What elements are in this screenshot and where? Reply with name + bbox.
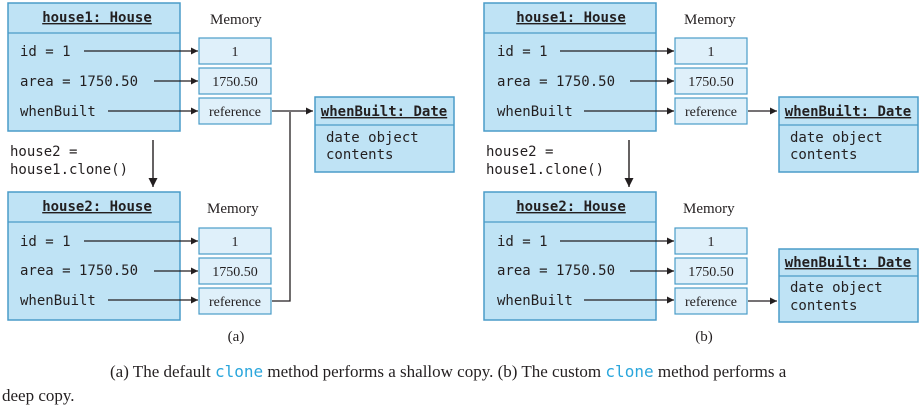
house2-row-area: area = 1750.50: [497, 263, 615, 279]
house2-object: house2: House id = 1 area = 1750.50 when…: [7, 191, 181, 321]
house2-title: house2: House: [42, 199, 152, 215]
memory-cell-reference: reference: [685, 105, 737, 120]
house2-memory-cells: 1 1750.50 reference: [198, 227, 272, 315]
date-contents-line2: contents: [790, 298, 857, 314]
panel-label: (b): [695, 329, 713, 345]
house2-object: house2: House id = 1 area = 1750.50 when…: [483, 191, 657, 321]
memory-cell-value: 1: [708, 45, 715, 60]
date-object: whenBuilt: Date date object contents: [314, 96, 455, 173]
date-contents-line2: contents: [326, 147, 393, 163]
memory-cell-value: 1: [232, 45, 239, 60]
memory-cell-value: 1: [708, 235, 715, 250]
date-title: whenBuilt: Date: [785, 104, 911, 120]
panel-label: (a): [228, 329, 245, 345]
house2-row-id: id = 1: [497, 234, 548, 250]
house2-row-area: area = 1750.50: [20, 263, 138, 279]
panel-b: house1: House id = 1 area = 1750.50 when…: [483, 2, 919, 345]
clone-statement-line2: house1.clone(): [10, 162, 128, 178]
clone-statement-line1: house2 =: [486, 144, 553, 160]
date-object: whenBuilt: Date date object contents: [778, 96, 919, 173]
house2-title: house2: House: [516, 199, 626, 215]
reference-arrow: [272, 112, 291, 302]
caption-keyword: clone: [605, 362, 654, 381]
caption-text: method performs a shallow copy. (b) The …: [263, 362, 606, 381]
memory-cell-value: 1750.50: [212, 265, 258, 280]
caption-line-2: deep copy.: [2, 386, 75, 405]
date-title: whenBuilt: Date: [321, 104, 447, 120]
memory-cell-value: 1: [232, 235, 239, 250]
house2-row-whenbuilt: whenBuilt: [497, 293, 573, 309]
house2-memory-cells: 1 1750.50 reference: [674, 227, 748, 315]
house1-title: house1: House: [516, 10, 626, 26]
date-title: whenBuilt: Date: [785, 255, 911, 271]
memory-cell-value: 1750.50: [688, 75, 734, 90]
caption-text: method performs a: [653, 362, 787, 381]
house1-row-whenbuilt: whenBuilt: [497, 104, 573, 120]
memory-cell-reference: reference: [209, 105, 261, 120]
caption-text: (a) The default: [110, 362, 215, 381]
house1-row-id: id = 1: [497, 44, 548, 60]
house1-object: house1: House id = 1 area = 1750.50 when…: [483, 2, 657, 132]
panel-a: house1: House id = 1 area = 1750.50 when…: [7, 2, 455, 345]
house1-row-area: area = 1750.50: [497, 74, 615, 90]
clone-statement-line1: house2 =: [10, 144, 77, 160]
clone-statement-line2: house1.clone(): [486, 162, 604, 178]
date-contents-line1: date object: [790, 280, 883, 296]
house2-row-whenbuilt: whenBuilt: [20, 293, 96, 309]
house1-memory-label: Memory: [210, 12, 262, 28]
caption-line-1: (a) The default clone method performs a …: [0, 360, 924, 384]
memory-cell-reference: reference: [209, 295, 261, 310]
memory-cell-value: 1750.50: [688, 265, 734, 280]
house1-memory-cells: 1 1750.50 reference: [674, 37, 748, 125]
house1-object: house1: House id = 1 area = 1750.50 when…: [7, 2, 181, 132]
house1-row-whenbuilt: whenBuilt: [20, 104, 96, 120]
house1-row-id: id = 1: [20, 44, 71, 60]
memory-cell-value: 1750.50: [212, 75, 258, 90]
house1-title: house1: House: [42, 10, 152, 26]
date-contents-line1: date object: [790, 130, 883, 146]
date-contents-line2: contents: [790, 147, 857, 163]
house1-row-area: area = 1750.50: [20, 74, 138, 90]
date-contents-line1: date object: [326, 130, 419, 146]
figure-caption: (a) The default clone method performs a …: [0, 360, 924, 408]
house2-row-id: id = 1: [20, 234, 71, 250]
house2-memory-label: Memory: [207, 201, 259, 217]
memory-cell-reference: reference: [685, 295, 737, 310]
house2-memory-label: Memory: [683, 201, 735, 217]
date-object-copy: whenBuilt: Date date object contents: [778, 248, 919, 323]
caption-keyword: clone: [214, 362, 264, 381]
house1-memory-label: Memory: [684, 12, 736, 28]
house1-memory-cells: 1 1750.50 reference: [198, 37, 272, 125]
